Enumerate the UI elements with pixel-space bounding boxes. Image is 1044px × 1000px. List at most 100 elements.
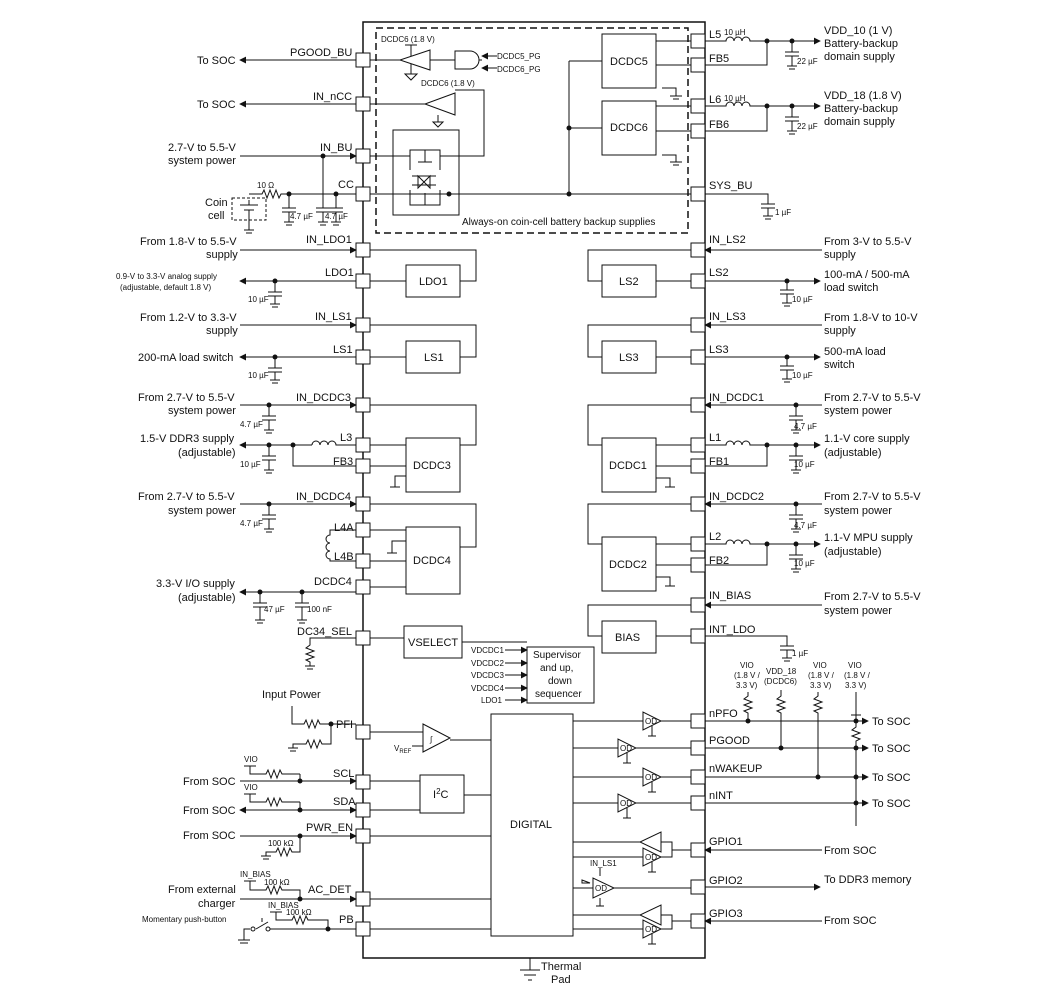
- pin-name-dc34-sel: DC34_SEL: [297, 626, 352, 638]
- pin-l1: [690, 437, 706, 453]
- i2c-i: I: [433, 789, 436, 801]
- c-10-ls2: 10 µF: [792, 295, 813, 304]
- pin-in-dcdc2: [690, 496, 706, 512]
- c-10-ls1: 10 µF: [248, 371, 269, 380]
- ldo-in-line2: supply: [206, 249, 238, 261]
- pin-name-nwakeup: nWAKEUP: [709, 763, 762, 775]
- supervisor-line-1: Supervisor: [533, 650, 581, 661]
- pin-l6: [690, 98, 706, 114]
- sys-power-3-line2: system power: [168, 405, 236, 417]
- vio-b-line2: (1.8 V /: [808, 671, 835, 680]
- pin-scl: [355, 774, 371, 790]
- pin-name-fb3: FB3: [333, 456, 353, 468]
- pin-name-gpio3: GPIO3: [709, 908, 743, 920]
- pin-in-bu: [355, 148, 371, 164]
- pin-name-npfo: nPFO: [709, 708, 738, 720]
- block-dcdc4-label: DCDC4: [413, 555, 451, 567]
- vio-c-line2: (1.8 V /: [844, 671, 871, 680]
- block-ldo1-label: LDO1: [419, 276, 448, 288]
- block-ldo1: [405, 264, 461, 298]
- pin-fb5: [690, 57, 706, 73]
- in-ls1-buf-label: IN_LS1: [590, 859, 617, 868]
- od-gpio1-label: OD: [645, 853, 657, 862]
- pin-name-fb1: FB1: [709, 456, 729, 468]
- vdd10-line3: domain supply: [824, 51, 895, 63]
- block-ls2-label: LS2: [619, 276, 639, 288]
- block-supervisor: [526, 646, 595, 704]
- block-ls2: [601, 264, 657, 298]
- to-soc-nwakeup: To SOC: [872, 772, 911, 784]
- pin-fb6: [690, 123, 706, 139]
- l6-inductor: [705, 101, 820, 107]
- analog-supply-line2: (adjustable, default 1.8 V): [120, 283, 212, 292]
- sys-power-d2-line1: From 2.7-V to 5.5-V: [824, 491, 921, 503]
- pin-in-ncc: [355, 96, 371, 112]
- l5-inductor: [705, 36, 820, 42]
- to-soc-pgood: To SOC: [872, 743, 911, 755]
- pin-ldo1: [355, 273, 371, 289]
- vref-label: VREF: [394, 744, 412, 755]
- c-10-ldo: 10 µF: [248, 295, 269, 304]
- sys-power-4-line2: system power: [168, 505, 236, 517]
- right-external: 10 µH 22 µF VDD_10 (1 V) Battery-backup …: [573, 25, 921, 945]
- vdd10-line1: VDD_10 (1 V): [824, 25, 892, 37]
- pin-ls1: [355, 349, 371, 365]
- od-gpio2-label: OD: [595, 884, 607, 893]
- thermal-line2: Pad: [551, 974, 571, 986]
- block-bias-label: BIAS: [615, 632, 640, 644]
- pin-name-l5: L5: [709, 29, 721, 41]
- pin-name-in-ls3: IN_LS3: [709, 311, 746, 323]
- block-ls1-label: LS1: [424, 352, 444, 364]
- sys-power-bias-line2: system power: [824, 605, 892, 617]
- pin-dc34-sel: [355, 630, 371, 646]
- sys-power-d1-line2: system power: [824, 405, 892, 417]
- pin-name-gpio2: GPIO2: [709, 875, 743, 887]
- pin-name-cc: CC: [338, 179, 354, 191]
- pin-name-pfi: PFI: [336, 719, 353, 731]
- block-vselect: [403, 625, 463, 659]
- pfi-divider: [291, 706, 356, 730]
- pin-l3: [355, 437, 371, 453]
- ddr3-line2: (adjustable): [178, 447, 235, 459]
- pin-fb3: [355, 458, 371, 474]
- pin-name-pgood-bu: PGOOD_BU: [290, 47, 352, 59]
- c-4-7-d1: 4.7 µF: [794, 422, 817, 431]
- vio-c-line1: VIO: [848, 661, 862, 670]
- vio-sda: VIO: [244, 783, 258, 792]
- to-soc-in-ncc: To SOC: [197, 99, 236, 111]
- pin-name-l4b: L4B: [334, 551, 354, 563]
- dcdc5-pg-label: DCDC5_PG: [497, 52, 541, 61]
- pin-l4a: [355, 522, 371, 538]
- pin-dcdc4: [355, 579, 371, 595]
- od-nint-label: OD: [620, 799, 632, 808]
- block-ls3: [601, 340, 657, 374]
- supervisor-line-2: and up,: [540, 663, 573, 674]
- r-100k-a: 100 kΩ: [268, 839, 294, 848]
- pin-nint: [690, 795, 706, 811]
- c-4-7-d3: 4.7 µF: [240, 420, 263, 429]
- pin-name-ldo1: LDO1: [325, 267, 354, 279]
- ls1-in-line1: From 1.2-V to 3.3-V: [140, 312, 237, 324]
- r-100k-c: 100 kΩ: [286, 908, 312, 917]
- pin-fb2: [690, 557, 706, 573]
- ls2-in-line1: From 3-V to 5.5-V: [824, 236, 912, 248]
- ls1-out: 200-mA load switch: [138, 352, 233, 364]
- block-i2c: [419, 774, 465, 814]
- block-dcdc5: [601, 33, 657, 89]
- vio-a-line1: VIO: [740, 661, 754, 670]
- pin-l5: [690, 33, 706, 49]
- and-gate: [454, 50, 480, 70]
- seq-vdcdc2: VDCDC2: [471, 659, 504, 668]
- sys-power-d1-line1: From 2.7-V to 5.5-V: [824, 392, 921, 404]
- pin-in-dcdc4: [355, 496, 371, 512]
- dcdc6-label-a: DCDC6 (1.8 V): [381, 35, 435, 44]
- seq-vdcdc3: VDCDC3: [471, 671, 504, 680]
- pfi-comparator: [422, 723, 452, 753]
- l5-ind: 10 µH: [724, 28, 746, 37]
- ls3-in-line2: supply: [824, 325, 856, 337]
- left-pin-names: PGOOD_BU IN_nCC IN_BU CC IN_LDO1 LDO1 IN…: [290, 47, 356, 926]
- block-dcdc3-label: DCDC3: [413, 460, 451, 472]
- od-nwakeup-label: OD: [645, 773, 657, 782]
- pin-name-in-ncc: IN_nCC: [313, 91, 352, 103]
